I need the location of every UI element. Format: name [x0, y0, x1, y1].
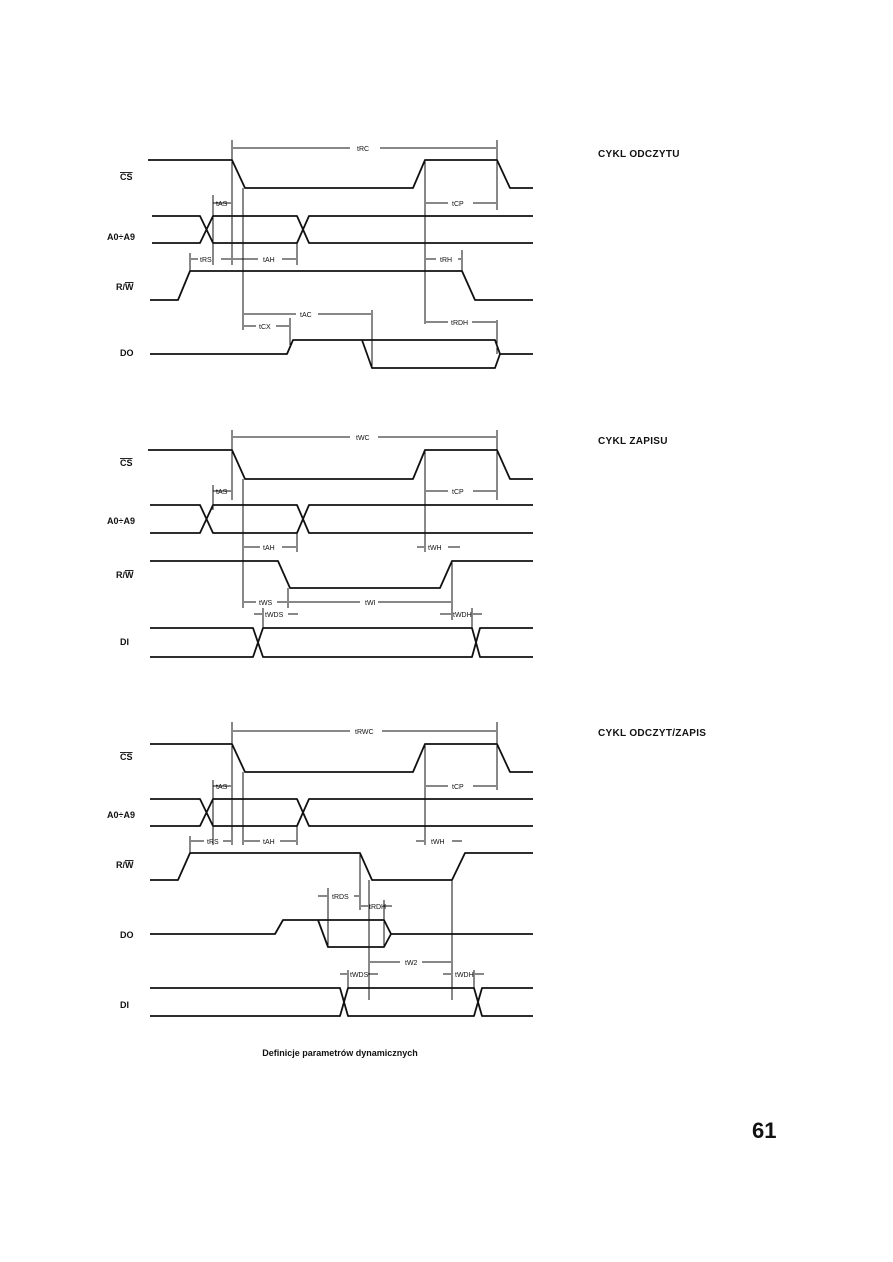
param-tas: tAS — [216, 201, 228, 208]
read-write-cycle-markers — [189, 722, 498, 1000]
do-waveform — [150, 339, 533, 369]
addr-waveform — [150, 504, 533, 534]
section-title-read: CYKL ODCZYTU — [598, 149, 680, 160]
param-twh: tWH — [431, 839, 445, 846]
param-tcp: tCP — [452, 201, 464, 208]
signal-label-rw: R/W — [116, 282, 134, 292]
signal-label-rw: R/W — [116, 860, 134, 870]
section-title-write: CYKL ZAPISU — [598, 436, 668, 447]
param-tas: tAS — [216, 784, 228, 791]
di-waveform — [150, 627, 533, 658]
addr-waveform — [152, 215, 533, 244]
param-tah: tAH — [263, 545, 275, 552]
signal-label-do: DO — [120, 348, 134, 358]
write-cycle-markers — [212, 430, 498, 628]
param-trh: tRH — [440, 257, 452, 264]
param-twds: tWDS — [265, 612, 284, 619]
signal-label-addr: A0÷A9 — [107, 232, 135, 242]
param-twdh: tWDH — [455, 972, 474, 979]
rw-waveform — [150, 852, 533, 881]
param-twh: tWH — [428, 545, 442, 552]
signal-label-cs: CS — [120, 172, 133, 182]
cs-waveform — [148, 159, 533, 189]
param-tas: tAS — [216, 489, 228, 496]
signal-label-cs: CS — [120, 752, 133, 762]
param-twi: tWI — [365, 600, 376, 607]
param-tw2: tW2 — [405, 960, 418, 967]
param-tcp: tCP — [452, 489, 464, 496]
read-write-cycle-diagram: CS A0÷A9 R/W DO DI — [107, 722, 533, 1017]
param-trdh: tRDH — [369, 904, 386, 911]
param-tah: tAH — [263, 839, 275, 846]
do-waveform — [150, 919, 533, 948]
cs-waveform — [150, 743, 533, 773]
param-tah: tAH — [263, 257, 275, 264]
rw-waveform — [150, 270, 533, 301]
signal-label-addr: A0÷A9 — [107, 810, 135, 820]
param-twdh: tWDH — [453, 612, 472, 619]
signal-label-cs: CS — [120, 458, 133, 468]
cs-waveform — [148, 449, 533, 480]
signal-label-addr: A0÷A9 — [107, 516, 135, 526]
param-tcx: tCX — [259, 324, 271, 331]
read-cycle-markers — [189, 140, 498, 368]
param-twc: tWC — [356, 435, 370, 442]
di-waveform — [150, 987, 533, 1017]
signal-label-di: DI — [120, 1000, 129, 1010]
addr-waveform — [150, 798, 533, 827]
param-trs: tRS — [207, 839, 219, 846]
param-trdh: tRDH — [451, 320, 468, 327]
param-tac: tAC — [300, 312, 312, 319]
param-trds: tRDS — [332, 894, 349, 901]
signal-label-do: DO — [120, 930, 134, 940]
param-trwc: tRWC — [355, 729, 374, 736]
rw-waveform — [150, 560, 533, 589]
read-cycle-diagram: CS A0÷A9 R/W DO — [107, 140, 533, 369]
signal-label-rw: R/W — [116, 570, 134, 580]
signal-label-di: DI — [120, 637, 129, 647]
param-trc: tRC — [357, 146, 369, 153]
section-title-read-write: CYKL ODCZYT/ZAPIS — [598, 728, 707, 739]
param-tws: tWS — [259, 600, 273, 607]
param-twds: tWDS — [350, 972, 369, 979]
param-trs: tRS — [200, 257, 212, 264]
figure-caption: Definicje parametrów dynamicznych — [262, 1048, 418, 1058]
param-tcp: tCP — [452, 784, 464, 791]
page-number: 61 — [752, 1118, 777, 1143]
write-cycle-diagram: CS A0÷A9 R/W DI tWC — [107, 430, 533, 658]
